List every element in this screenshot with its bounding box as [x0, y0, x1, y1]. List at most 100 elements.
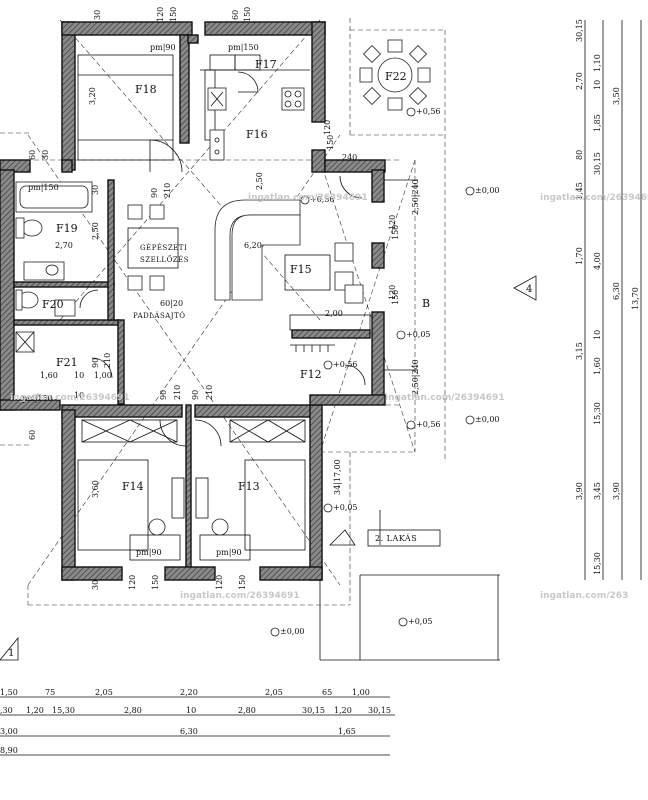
level-marker: +0,56: [416, 107, 441, 116]
right-dimensions: 30,15 1,10 10 1,85 80 30,15 1,45 1,70 10…: [575, 19, 642, 580]
dim-right: 1,60: [593, 357, 602, 375]
dim-w120: 120: [388, 285, 397, 300]
room-f13: F13: [238, 480, 260, 493]
level-marker: ±0,00: [475, 415, 500, 424]
dim-10b: 10: [74, 391, 84, 400]
dim-right: 30,15: [575, 19, 584, 42]
dim-bottom: 2,80: [238, 706, 256, 715]
watermark: ingatlan.com/26394691: [540, 193, 648, 203]
note-szellozes: SZELLŐZÉS: [140, 255, 189, 264]
dim-w120: 120: [388, 215, 397, 230]
marker-4: 4: [526, 284, 532, 295]
dim-w30: 30: [91, 580, 100, 590]
section-markers: 4 1: [0, 275, 537, 661]
room-f17: F17: [255, 58, 277, 71]
dim-w30: 30: [91, 185, 100, 195]
dim-2-50b: 2,50: [255, 172, 264, 190]
dim-bottom: 30,15: [302, 706, 325, 715]
dim-w30: 30: [93, 10, 102, 20]
dim-right: 30,15: [593, 152, 602, 175]
dim-right: 3,15: [575, 342, 584, 360]
dim-w150: 150: [169, 7, 178, 22]
dim-pm90: pm|90: [216, 548, 242, 557]
room-labels: F18 F17 F16 F19 F20 F21 F15 F12 F14 F13 …: [42, 58, 407, 493]
dim-right: 10: [593, 330, 602, 340]
dim-pm150: pm|150: [22, 394, 53, 403]
dim-w60: 60: [28, 150, 37, 160]
dim-3-20: 3,20: [88, 87, 97, 105]
dim-60-20: 60|20: [160, 299, 183, 308]
level-marker: +0,05: [333, 503, 358, 512]
section-triangle-lakas: [329, 529, 356, 546]
room-f19: F19: [56, 222, 78, 235]
dim-w150: 150: [243, 7, 252, 22]
dim-bottom: 2,20: [180, 688, 198, 697]
dim-w210: 210: [163, 183, 172, 198]
note-gepeszeti: GÉPÉSZETI: [140, 243, 187, 252]
dim-pm90: pm|90: [136, 548, 162, 557]
room-f22: F22: [385, 70, 407, 83]
dim-2-70: 2,70: [55, 241, 73, 250]
dim-w150: 150: [326, 135, 335, 150]
dim-bottom: 3,00: [0, 727, 18, 736]
dim-2-00: 2,00: [325, 309, 343, 318]
dim-w30: 30: [41, 150, 50, 160]
room-f21: F21: [56, 356, 78, 369]
dim-w120: 120: [323, 120, 332, 135]
dim-right: 15,30: [593, 402, 602, 425]
watermark: ingatlan.com/26394691: [10, 393, 130, 403]
level-marker: ±0,00: [280, 627, 305, 636]
watermark: ingatlan.com/26394691: [385, 393, 505, 403]
dim-right: 1,70: [575, 247, 584, 265]
watermarks: ingatlan.com/26394691 ingatlan.com/26394…: [10, 193, 648, 601]
dim-right: 13,70: [631, 287, 640, 310]
dim-bottom: 1,00: [352, 688, 370, 697]
dim-34-17: 34|17,00: [333, 459, 342, 495]
dim-right: 3,90: [575, 482, 584, 500]
dim-pm150: pm|150: [28, 183, 59, 192]
dim-right: 1,85: [593, 114, 602, 132]
dim-right: 4,00: [593, 252, 602, 270]
dim-bottom: 65: [322, 688, 332, 697]
inner-dimensions: 6,20 2,00 2,70 1,60 1,00 10 10 60|20 pm|…: [22, 7, 420, 590]
watermark: ingatlan.com/26394691: [180, 591, 300, 601]
dim-w120: 120: [128, 575, 137, 590]
walls: [0, 21, 386, 581]
dim-bottom: 75: [45, 688, 55, 697]
marker-1: 1: [8, 648, 14, 659]
dim-right: 80: [575, 150, 584, 160]
dim-right: 2,70: [575, 72, 584, 90]
level-marker: ±0,00: [475, 186, 500, 195]
level-marker: +0,56: [333, 360, 358, 369]
dim-w90: 90: [191, 390, 200, 400]
section-b: B: [422, 297, 430, 310]
notes: GÉPÉSZETI SZELLŐZÉS PADLÁSAJTÓ 2. LAKÁS …: [133, 243, 441, 547]
lakas-box: [367, 529, 441, 547]
dim-w210: 210: [103, 353, 112, 368]
room-f18: F18: [135, 83, 157, 96]
dim-bottom: 1,50: [0, 688, 18, 697]
dim-right: 3,50: [612, 87, 621, 105]
dim-w90: 90: [150, 188, 159, 198]
room-f16: F16: [246, 128, 268, 141]
level-marker: +0,56: [310, 195, 335, 204]
level-markers: +0,56 +0,56 +0,56 +0,56 ±0,00 ±0,00 ±0,0…: [270, 107, 500, 637]
dim-right: 1,10: [593, 54, 602, 72]
dim-bottom: 1,65: [338, 727, 356, 736]
level-marker: +0,05: [408, 617, 433, 626]
dim-2-50-240: 2,50|240: [411, 179, 420, 215]
dim-240: 240: [342, 153, 357, 162]
level-marker: +0,05: [406, 330, 431, 339]
dim-w150: 150: [151, 575, 160, 590]
dim-pm90: pm|90: [150, 43, 176, 52]
note-lakas: 2. LAKÁS: [375, 534, 417, 543]
dim-bottom: 2,80: [124, 706, 142, 715]
dim-bottom: 8,90: [0, 746, 18, 755]
dim-w90: 90: [159, 390, 168, 400]
dim-w150: 150: [391, 290, 400, 305]
note-padlasajto: PADLÁSAJTÓ: [133, 311, 186, 320]
dim-right: 1,45: [575, 182, 584, 200]
dim-1-60: 1,60: [40, 371, 58, 380]
dim-right: 6,30: [612, 282, 621, 300]
